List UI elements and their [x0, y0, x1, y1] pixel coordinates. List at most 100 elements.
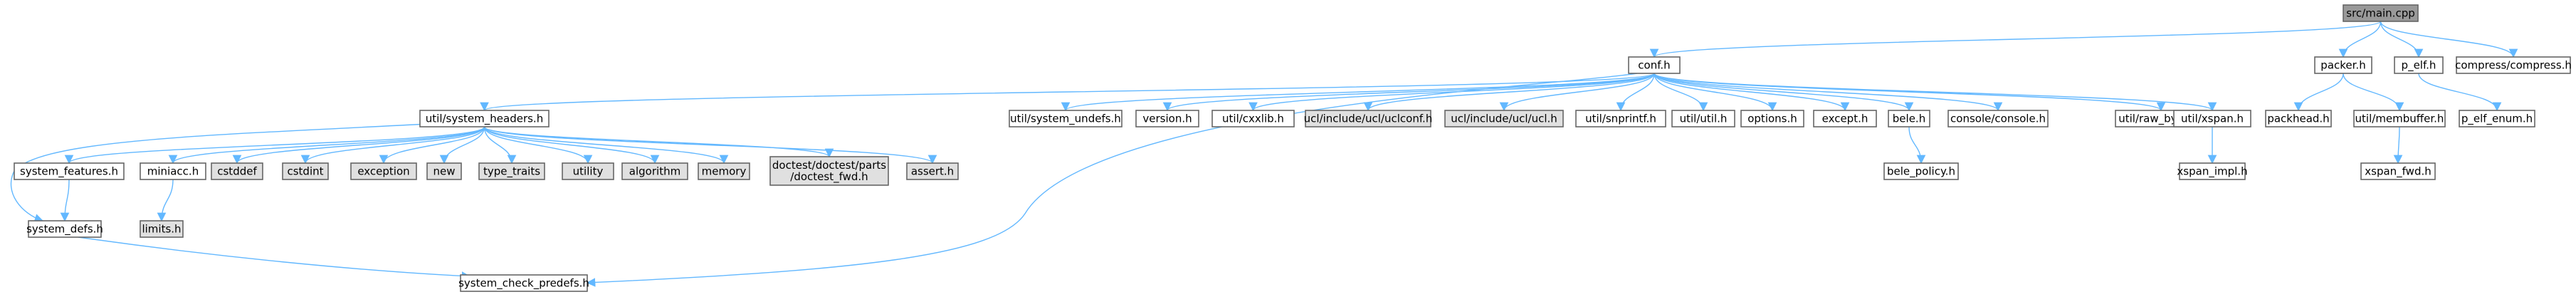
- node-membuffer[interactable]: util/membuffer.h: [2353, 110, 2446, 127]
- node-box[interactable]: [2173, 110, 2251, 127]
- node-xspanfwd[interactable]: xspan_fwd.h: [2360, 162, 2436, 180]
- node-box[interactable]: [1888, 110, 1930, 127]
- node-box[interactable]: [282, 162, 329, 180]
- node-cstdint[interactable]: cstdint: [282, 162, 329, 180]
- node-cxxlib[interactable]: util/cxxlib.h: [1211, 110, 1295, 127]
- node-label: src/main.cpp: [2346, 7, 2415, 20]
- node-limits[interactable]: limits.h: [140, 220, 184, 238]
- node-packhead[interactable]: packhead.h: [2265, 110, 2332, 127]
- node-xspan[interactable]: util/xspan.h: [2173, 110, 2251, 127]
- edge-membuffer-to-xspanfwd: [2393, 126, 2403, 165]
- node-box[interactable]: [2353, 110, 2446, 127]
- node-box[interactable]: [1575, 110, 1666, 127]
- node-box[interactable]: [2179, 162, 2246, 180]
- node-belepolicy[interactable]: bele_policy.h: [1883, 162, 1959, 180]
- node-sysdefs[interactable]: system_defs.h: [26, 220, 103, 238]
- node-label: conf.h: [1638, 59, 1670, 72]
- node-box[interactable]: [2343, 4, 2419, 22]
- node-box[interactable]: [2456, 56, 2571, 74]
- node-box[interactable]: [621, 162, 688, 180]
- node-console[interactable]: console/console.h: [1947, 110, 2049, 127]
- node-box[interactable]: [350, 162, 417, 180]
- node-label: system_defs.h: [26, 223, 103, 236]
- node-box[interactable]: [1211, 110, 1295, 127]
- node-box[interactable]: [1671, 110, 1735, 127]
- node-label: bele.h: [1893, 113, 1925, 125]
- node-memory[interactable]: memory: [698, 162, 750, 180]
- node-options[interactable]: options.h: [1740, 110, 1804, 127]
- node-cstddef[interactable]: cstddef: [211, 162, 263, 180]
- node-box[interactable]: [1628, 56, 1681, 74]
- edge-main-to-pelf: [2380, 21, 2424, 58]
- edge-sysheaders-to-exception: [379, 126, 485, 165]
- node-box[interactable]: [1740, 110, 1804, 127]
- node-conf[interactable]: conf.h: [1628, 56, 1681, 74]
- node-box[interactable]: [28, 220, 102, 238]
- node-doctestfwd[interactable]: doctest/doctest/parts/doctest_fwd.h: [769, 156, 889, 186]
- node-box[interactable]: [698, 162, 750, 180]
- edge-sysheaders-to-memory: [483, 126, 729, 165]
- node-label: util/system_undefs.h: [1010, 113, 1121, 126]
- node-box[interactable]: [460, 274, 588, 292]
- node-algorithm[interactable]: algorithm: [621, 162, 688, 180]
- edge-main-to-packer: [2338, 21, 2382, 58]
- node-bele[interactable]: bele.h: [1888, 110, 1930, 127]
- node-uclconf[interactable]: ucl/include/ucl/uclconf.h: [1304, 110, 1433, 127]
- node-ucl[interactable]: ucl/include/ucl/ucl.h: [1444, 110, 1564, 127]
- node-label: except.h: [1822, 113, 1868, 125]
- edge-pelf-to-pelfenum: [2418, 73, 2502, 112]
- node-syscheck[interactable]: system_check_predefs.h: [458, 274, 589, 292]
- node-box[interactable]: [1813, 110, 1877, 127]
- node-label: new: [433, 165, 455, 178]
- node-typetraits[interactable]: type_traits: [478, 162, 545, 180]
- node-box[interactable]: [2394, 56, 2444, 74]
- node-box[interactable]: [2459, 110, 2535, 127]
- node-miniacc[interactable]: miniacc.h: [140, 162, 206, 180]
- node-box[interactable]: [478, 162, 545, 180]
- node-label: memory: [702, 165, 747, 178]
- node-pelfenum[interactable]: p_elf_enum.h: [2459, 110, 2535, 127]
- node-box[interactable]: [1009, 110, 1123, 127]
- node-box[interactable]: [426, 162, 462, 180]
- node-box[interactable]: [419, 110, 550, 127]
- node-label: ucl/include/ucl/uclconf.h: [1304, 113, 1433, 125]
- node-box[interactable]: [2265, 110, 2332, 127]
- node-exception[interactable]: exception: [350, 162, 417, 180]
- node-sysfeatures[interactable]: system_features.h: [14, 162, 125, 180]
- node-label: console/console.h: [1950, 113, 2046, 125]
- node-box[interactable]: [140, 220, 184, 238]
- node-sysundefs[interactable]: util/system_undefs.h: [1009, 110, 1123, 127]
- node-box[interactable]: [1305, 110, 1431, 127]
- edge-sysdefs-to-syscheck: [78, 236, 471, 281]
- node-box[interactable]: [1444, 110, 1564, 127]
- node-snprintf[interactable]: util/snprintf.h: [1575, 110, 1666, 127]
- node-box[interactable]: [2360, 162, 2436, 180]
- node-box[interactable]: [906, 162, 959, 180]
- node-new[interactable]: new: [426, 162, 462, 180]
- node-box[interactable]: [140, 162, 206, 180]
- edge-sysheaders-to-asserth: [483, 126, 937, 165]
- node-box[interactable]: [1135, 110, 1199, 127]
- node-utility[interactable]: utility: [562, 162, 614, 180]
- node-xspanimpl[interactable]: xspan_impl.h: [2177, 162, 2248, 180]
- node-util[interactable]: util/util.h: [1671, 110, 1735, 127]
- node-box[interactable]: [2314, 56, 2372, 74]
- node-main[interactable]: src/main.cpp: [2343, 4, 2419, 22]
- node-asserth[interactable]: assert.h: [906, 162, 959, 180]
- node-sysheaders[interactable]: util/system_headers.h: [419, 110, 550, 127]
- node-box[interactable]: [1883, 162, 1959, 180]
- node-label: doctest/doctest/parts: [772, 159, 886, 172]
- node-box[interactable]: [1947, 110, 2049, 127]
- node-label: util/util.h: [1680, 113, 1728, 125]
- node-box[interactable]: [562, 162, 614, 180]
- node-version[interactable]: version.h: [1135, 110, 1199, 127]
- node-box[interactable]: [769, 156, 889, 186]
- node-box[interactable]: [14, 162, 125, 180]
- node-label: /doctest_fwd.h: [790, 170, 868, 184]
- node-pelf[interactable]: p_elf.h: [2394, 56, 2444, 74]
- node-label: packer.h: [2320, 59, 2365, 72]
- node-box[interactable]: [211, 162, 263, 180]
- node-except[interactable]: except.h: [1813, 110, 1877, 127]
- node-compress[interactable]: compress/compress.h: [2455, 56, 2572, 74]
- node-packer[interactable]: packer.h: [2314, 56, 2372, 74]
